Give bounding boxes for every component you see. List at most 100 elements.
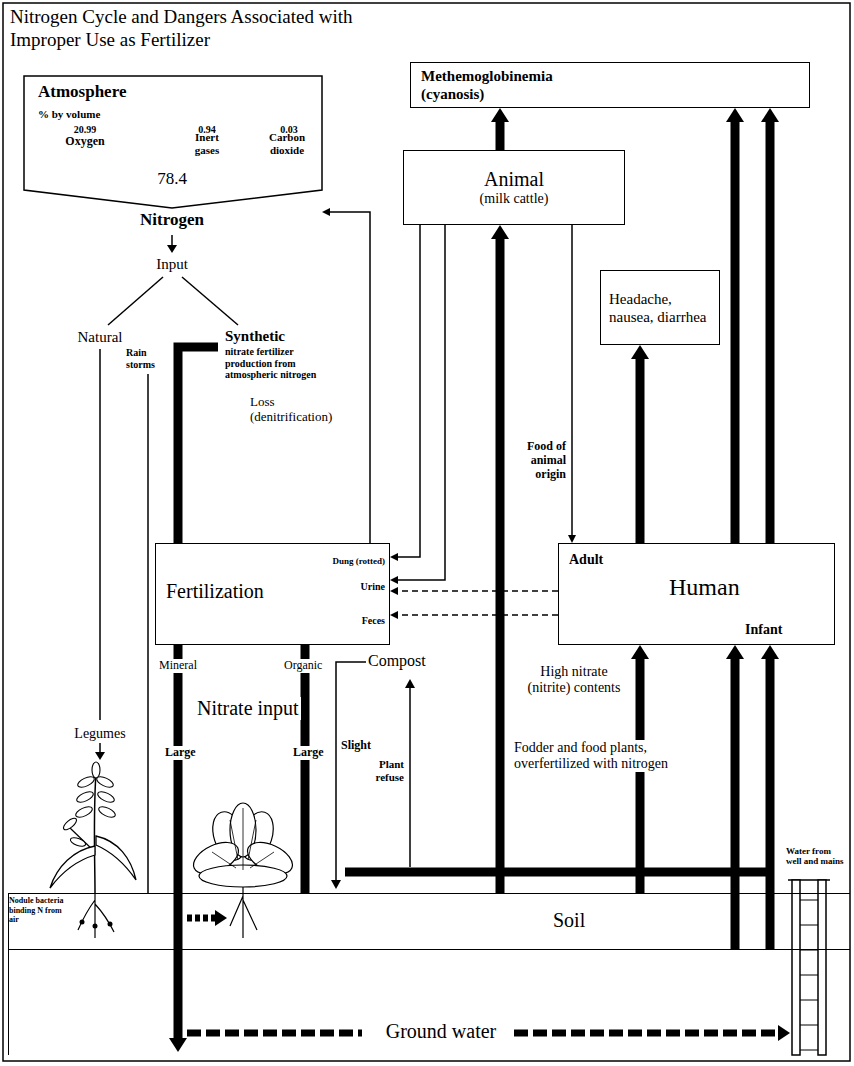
label-text: Nitrate input <box>195 697 301 720</box>
label-text: Rain storms <box>126 347 166 370</box>
connector <box>390 611 558 619</box>
arrowhead <box>491 108 509 122</box>
flow-bar <box>636 358 645 543</box>
flow-line <box>329 212 370 543</box>
well-pipe <box>792 880 800 1055</box>
disease-box: Methemoglobinemia (cyanosis) <box>410 62 810 108</box>
connector <box>761 108 779 543</box>
flow-line <box>571 225 573 536</box>
well-rung <box>800 925 818 926</box>
arrowhead <box>390 553 398 561</box>
connector <box>726 645 744 950</box>
node-text: Feces <box>362 615 385 627</box>
node-text: Fertilization <box>166 580 264 603</box>
node-text-slot: Oxygen <box>55 131 115 149</box>
node-text: Dung (rotted) <box>332 556 385 566</box>
node-text: 20.99 <box>74 124 97 136</box>
connector <box>390 587 558 595</box>
edge-label-slot: Food of animal origin <box>510 440 566 482</box>
connector <box>491 225 509 893</box>
label-text: Synthetic <box>225 328 285 345</box>
connector <box>322 208 370 543</box>
node-text: Human <box>669 574 740 602</box>
connector <box>390 225 420 561</box>
arrowhead <box>169 1038 187 1052</box>
label-text: Compost <box>368 652 426 670</box>
legume-stem <box>94 772 96 893</box>
label-text-slot: Legumes <box>65 724 135 742</box>
connector <box>568 225 576 543</box>
label-text: Water from well and mains <box>786 846 848 867</box>
label-text: Large <box>163 746 198 760</box>
rain-line <box>147 374 149 893</box>
arrowhead <box>322 208 330 216</box>
page-frame <box>3 3 850 1061</box>
label-text: nitrate fertilizer production from atmos… <box>225 346 337 381</box>
plant-uptake-bar <box>345 868 774 877</box>
animal-box: Animal(milk cattle) <box>403 150 625 225</box>
flow-bar <box>174 645 183 893</box>
groundwater-flow-arrow <box>514 1030 779 1037</box>
node-text: (milk cattle) <box>480 191 549 208</box>
arrowhead <box>390 587 398 595</box>
natural-input-line <box>99 349 101 720</box>
arrowhead <box>331 880 341 889</box>
label-text-slot: Synthetic <box>225 327 285 345</box>
arrowhead <box>167 245 177 253</box>
legume-leaf <box>62 816 79 832</box>
well-rung <box>800 1000 818 1001</box>
edge-label: Loss (denitrification) <box>250 395 360 425</box>
legume-leaf <box>75 790 95 805</box>
arrowhead <box>215 910 227 926</box>
node-text: Soil <box>553 909 585 932</box>
connector <box>631 345 649 543</box>
lettuce-root <box>230 887 257 938</box>
diagram-title-slot: Nitrogen Cycle and Dangers Associated wi… <box>10 6 355 52</box>
label-text: Slight <box>341 739 371 753</box>
label-text-slot: Compost <box>368 652 426 670</box>
root-nodule <box>80 920 85 925</box>
legume-leaf <box>95 775 115 790</box>
branch-line <box>182 277 238 325</box>
node-text: Adult <box>569 552 603 568</box>
connector <box>178 645 179 893</box>
node-text: Headache, nausea, diarrhea <box>609 290 711 326</box>
label-text-slot: Natural <box>70 328 130 346</box>
well-rung <box>800 1050 818 1051</box>
node-text: Ground water <box>384 1020 499 1043</box>
node-text-slot: Feces <box>326 610 385 628</box>
arrowhead <box>761 108 779 122</box>
groundwater-flow-arrow <box>187 1030 362 1037</box>
label-text-slot: Water from well and mains <box>786 846 848 868</box>
human-box: AdultHumanInfant <box>558 543 835 645</box>
arrowhead <box>95 752 105 760</box>
connector <box>491 108 509 150</box>
compost-line <box>336 662 366 881</box>
flow-line <box>397 614 558 616</box>
flow-line <box>397 590 558 592</box>
arrowhead <box>726 108 744 122</box>
legume-leaf <box>97 805 117 820</box>
pentagon-shape <box>24 76 322 208</box>
root-nodule <box>93 924 98 929</box>
label-text: High nitrate (nitrite) contents <box>516 664 632 696</box>
node-text-slot: Fertilization <box>166 580 264 603</box>
legume-leaf <box>69 836 86 848</box>
flow-bar <box>731 658 740 950</box>
label-text-slot: Nitrate input <box>195 697 301 720</box>
flow-bar <box>636 658 645 893</box>
label-text: Large <box>291 746 326 760</box>
node-text: Carbon dioxide <box>256 131 318 156</box>
node-text: Inert gases <box>182 131 232 156</box>
legume-leaf <box>92 762 100 778</box>
node-text: % by volume <box>38 108 100 121</box>
edge-label-slot: Loss (denitrification) <box>250 395 360 425</box>
arrowhead <box>778 1025 790 1041</box>
flow-line <box>397 225 445 580</box>
label-text-slot: Large <box>163 742 198 760</box>
connector <box>390 225 445 584</box>
node-text: Methemoglobinemia (cyanosis) <box>421 67 596 103</box>
node-text-slot: Urine <box>326 576 385 594</box>
label-text: Natural <box>78 329 123 346</box>
branch-line <box>108 277 163 325</box>
